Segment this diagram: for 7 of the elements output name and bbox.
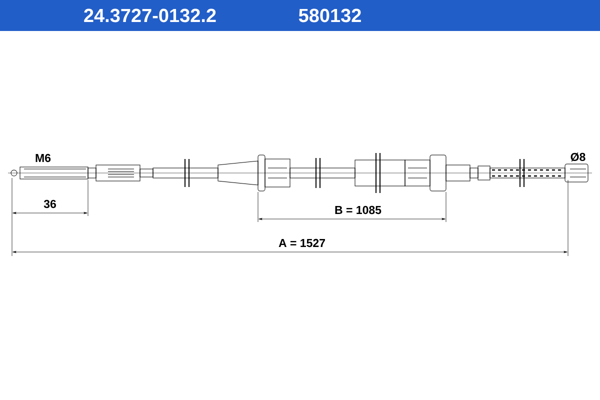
diameter-label: Ø8 — [570, 152, 586, 162]
dimension-label: B = 1085 — [335, 206, 382, 214]
thread-label: M6 — [36, 154, 51, 162]
dimension-label: 36 — [44, 200, 56, 208]
part-number: 580132 — [298, 8, 361, 22]
dimension-label: A = 1527 — [278, 238, 325, 248]
title-text: 24.3727-0132.2 — [84, 8, 216, 22]
